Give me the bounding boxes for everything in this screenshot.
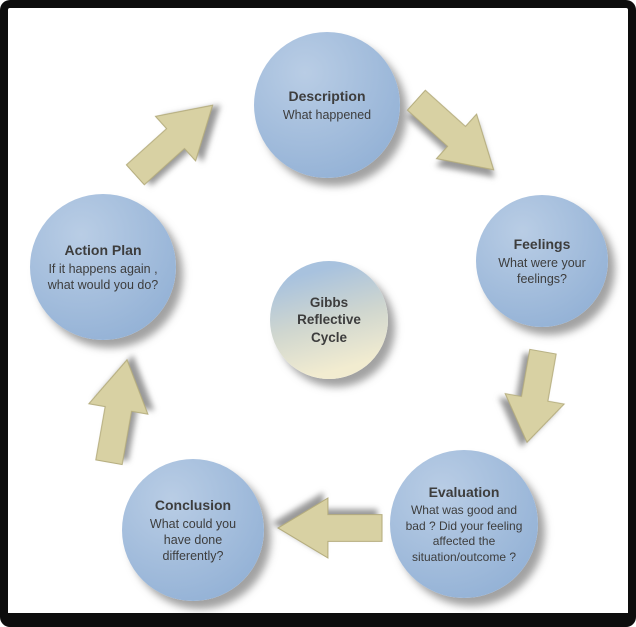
node-action-plan: Action Plan If it happens again , what w… — [30, 194, 176, 340]
node-evaluation: Evaluation What was good and bad ? Did y… — [390, 450, 538, 598]
arrow-evaluation-to-conclusion-icon — [276, 496, 383, 560]
arrow-action-plan-to-description-icon — [114, 81, 234, 198]
center-node-title: Gibbs Reflective Cycle — [297, 294, 361, 345]
node-action-plan-title: Action Plan — [64, 241, 142, 258]
node-action-plan-subtitle: If it happens again , what would you do? — [47, 261, 159, 293]
node-evaluation-subtitle: What was good and bad ? Did your feeling… — [405, 502, 523, 564]
node-feelings-subtitle: What were your feelings? — [498, 255, 586, 287]
node-conclusion: Conclusion What could you have done diff… — [122, 459, 264, 601]
node-description-subtitle: What happened — [282, 107, 372, 122]
node-conclusion-title: Conclusion — [154, 496, 232, 513]
arrow-description-to-feelings-icon — [395, 76, 515, 193]
node-evaluation-title: Evaluation — [428, 483, 500, 500]
arrow-conclusion-to-action-plan-icon — [77, 354, 158, 468]
node-feelings: Feelings What were your feelings? — [476, 195, 608, 327]
node-feelings-title: Feelings — [513, 235, 571, 252]
node-description-title: Description — [288, 87, 366, 104]
center-node: Gibbs Reflective Cycle — [270, 261, 388, 379]
arrow-feelings-to-evaluation-icon — [495, 346, 574, 448]
node-conclusion-subtitle: What could you have done differently? — [149, 516, 237, 564]
node-description: Description What happened — [254, 32, 400, 178]
